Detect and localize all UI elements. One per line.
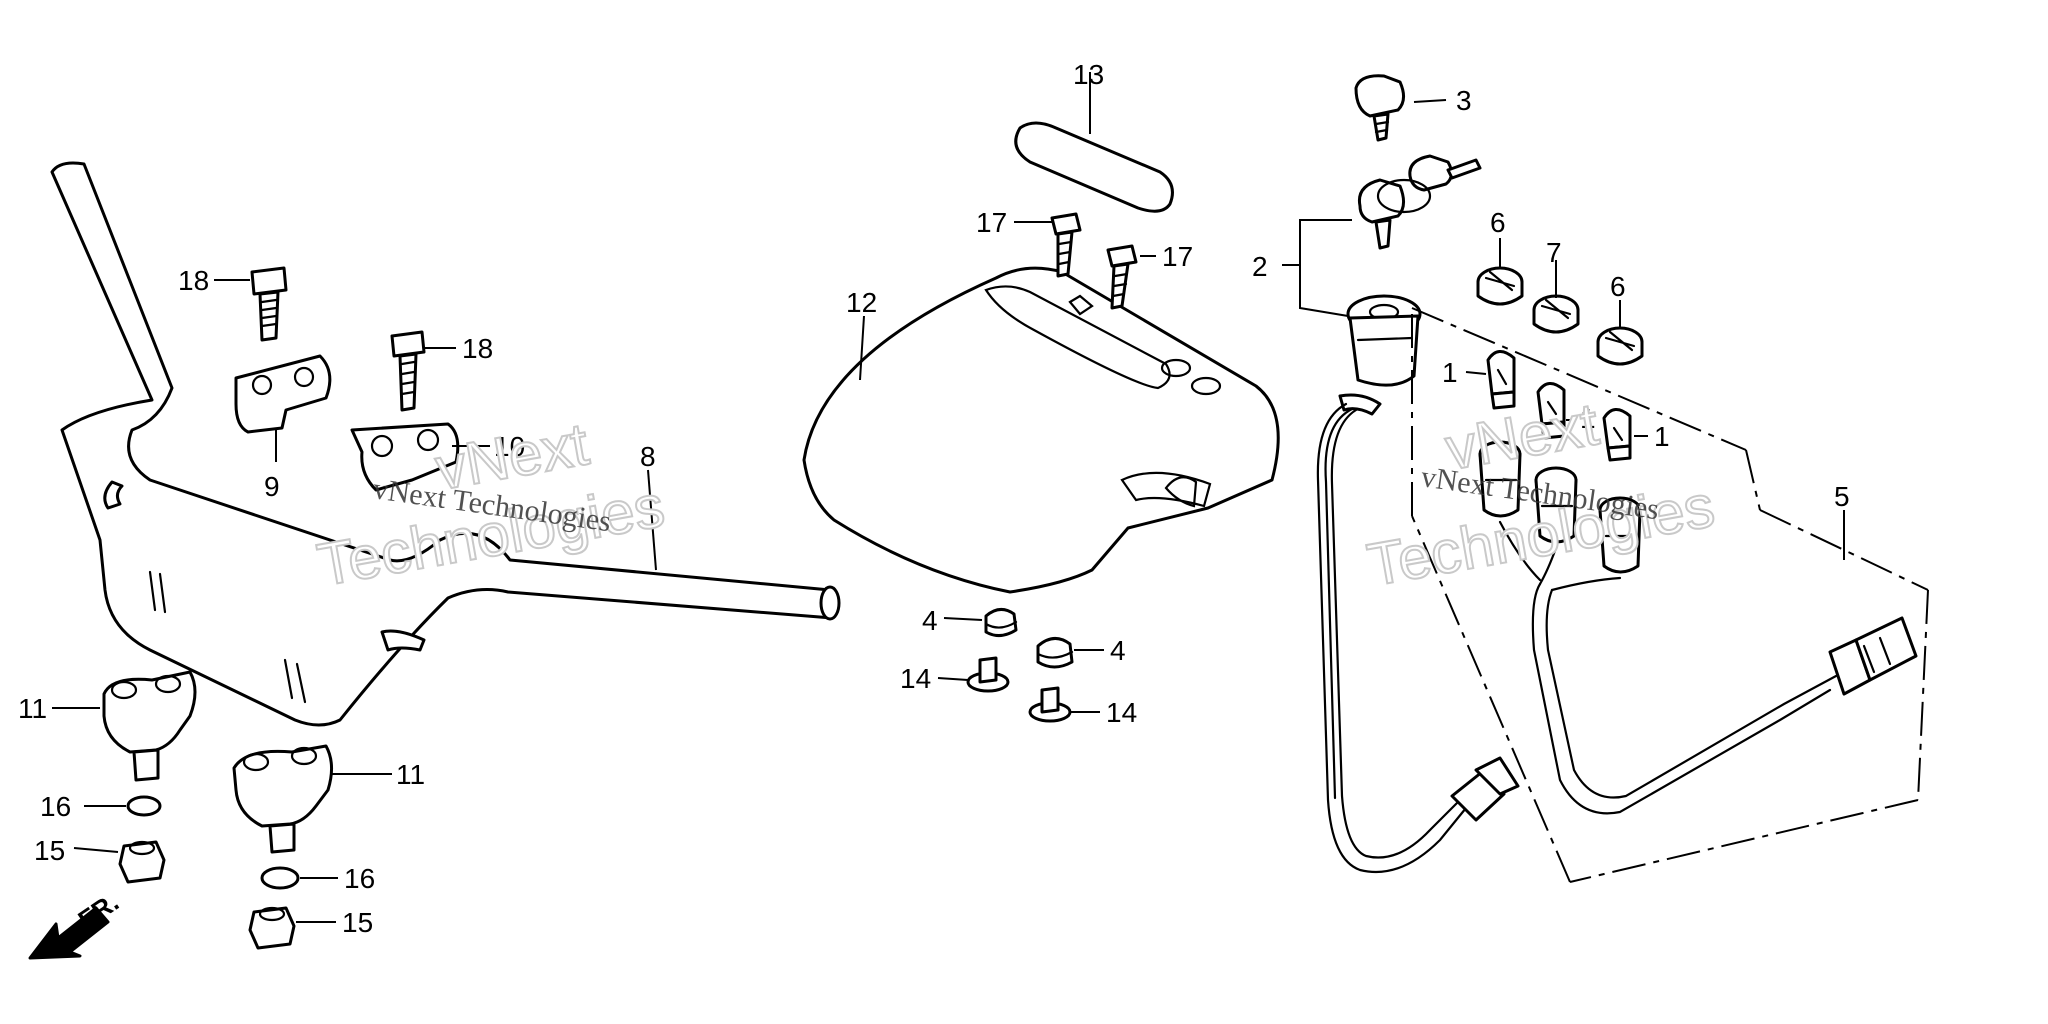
bulb-1-a (1486, 350, 1516, 410)
switch-harness (1316, 402, 1520, 874)
indicator-kit-outline (1411, 307, 1929, 883)
callout-numbers: 3 2 1 1 1 6 7 6 5 13 12 17 17 4 4 14 14 … (18, 59, 1850, 938)
bulb-1-c (1602, 408, 1632, 462)
screw-17-a (1050, 212, 1082, 278)
key-3 (1354, 74, 1405, 142)
callout-9: 9 (264, 471, 280, 502)
callout-17-b: 17 (1162, 241, 1193, 272)
callout-3: 3 (1456, 85, 1472, 116)
callout-15-b: 15 (342, 907, 373, 938)
bolt-18-b (390, 330, 426, 412)
callout-11-b: 11 (396, 759, 425, 790)
leader-lines (52, 72, 1845, 923)
screw-17-b (1106, 244, 1138, 310)
lens-6-b (1596, 326, 1644, 366)
callout-7: 7 (1546, 237, 1562, 268)
callout-6-a: 6 (1490, 207, 1506, 238)
callout-1-a: 1 (1442, 357, 1458, 388)
lower-holder-11-b (232, 744, 333, 854)
lens-6-a (1476, 266, 1524, 306)
callout-1-b: 1 (1580, 403, 1596, 434)
callout-1-c: 1 (1654, 421, 1670, 452)
cover-pad (1014, 121, 1174, 213)
bulb-1-b (1536, 382, 1566, 440)
handlebar-cover (802, 266, 1280, 594)
callout-18-a: 18 (178, 265, 209, 296)
indicator-harness (1498, 520, 1918, 815)
callout-2: 2 (1252, 251, 1268, 282)
callout-16-b: 16 (344, 863, 375, 894)
callout-14-b: 14 (1106, 697, 1137, 728)
callout-8: 8 (640, 441, 656, 472)
callout-4-a: 4 (922, 605, 938, 636)
nut-15-b (248, 906, 296, 950)
callout-16-a: 16 (40, 791, 71, 822)
callout-12: 12 (846, 287, 877, 318)
lens-7 (1532, 294, 1580, 334)
upper-holder-9 (234, 354, 332, 434)
collar-14-b (1028, 686, 1072, 723)
bolt-18-a (250, 266, 288, 342)
callout-10: 10 (494, 431, 525, 462)
callout-15-a: 15 (34, 835, 65, 866)
washer-16-a (126, 795, 162, 817)
grommet-4-b (1036, 637, 1074, 669)
callout-13: 13 (1073, 59, 1104, 90)
callout-6-b: 6 (1610, 271, 1626, 302)
callout-4-b: 4 (1110, 635, 1126, 666)
indicator-sockets (1478, 440, 1642, 574)
grommet-4-a (984, 608, 1018, 637)
lower-holder-11-a (102, 670, 197, 782)
callout-5: 5 (1834, 481, 1850, 512)
key-set-2 (1357, 154, 1482, 250)
callout-17-a: 17 (976, 207, 1007, 238)
callout-14-a: 14 (900, 663, 931, 694)
nut-15-a (118, 840, 166, 884)
upper-holder-10 (350, 422, 460, 492)
handlebar (50, 161, 841, 727)
callout-18-b: 18 (462, 333, 493, 364)
ignition-switch (1338, 294, 1422, 416)
callout-11-a: 11 (18, 693, 47, 724)
collar-14-a (966, 656, 1010, 693)
front-arrow: FR. (28, 887, 124, 960)
washer-16-b (260, 866, 300, 890)
